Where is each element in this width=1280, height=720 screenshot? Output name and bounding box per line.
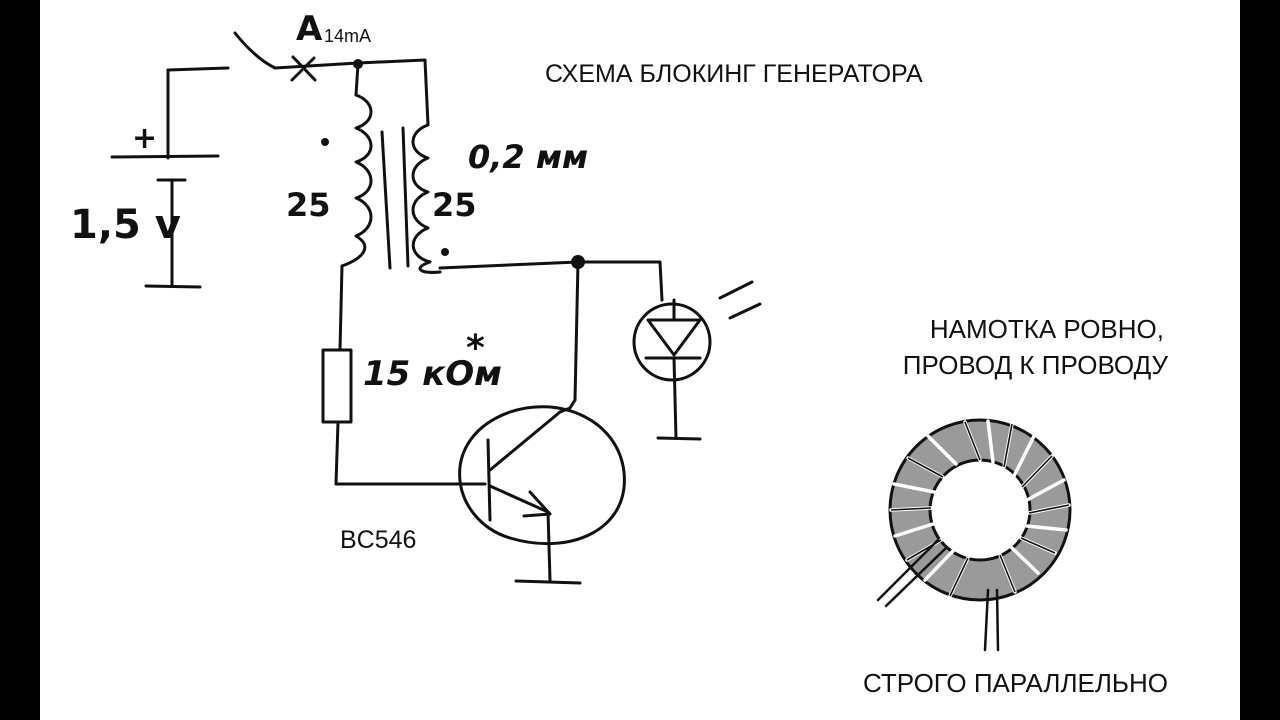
- primary-coil: [321, 62, 373, 268]
- transformer-core-right: [401, 126, 410, 268]
- ammeter-reading: 14mA: [324, 26, 371, 46]
- battery-plus-label: +: [132, 121, 157, 156]
- resistor-value-label: 15 кОм: [363, 354, 502, 394]
- transistor: [458, 260, 626, 585]
- wire-to-base: [334, 420, 487, 486]
- ammeter-symbol: A: [296, 9, 323, 49]
- parallel-note: СТРОГО ПАРАЛЛЕЛЬНО: [863, 668, 1168, 698]
- primary-phase-dot: [321, 138, 329, 146]
- resistor-select-mark: *: [466, 328, 485, 369]
- secondary-phase-dot: [441, 248, 449, 256]
- battery-voltage-label: 1,5 v: [70, 202, 181, 248]
- winding-note-line2: ПРОВОД К ПРОВОДУ: [903, 350, 1169, 380]
- secondary-coil: [411, 123, 449, 274]
- switch: [233, 31, 360, 82]
- winding-note-line1: НАМОТКА РОВНО,: [930, 314, 1164, 344]
- schematic-title: СХЕМА БЛОКИНГ ГЕНЕРАТОРА: [545, 60, 923, 88]
- resistor: [321, 348, 353, 424]
- toroid-illustration: [876, 418, 1072, 652]
- secondary-turns-label: 25: [432, 186, 477, 224]
- transformer-core-left: [380, 130, 392, 270]
- led-light-rays: [718, 280, 762, 320]
- blocking-oscillator-schematic: + 1,5 v A 14mA 25 25 0,2 мм 15 кОм *: [70, 9, 1169, 698]
- transistor-model-label: BC546: [340, 526, 416, 554]
- primary-turns-label: 25: [286, 186, 331, 224]
- toroid-leads: [876, 538, 1000, 652]
- diagram-canvas: + 1,5 v A 14mA 25 25 0,2 мм 15 кОм *: [40, 0, 1240, 720]
- wire-to-resistor: [338, 264, 344, 352]
- led: [632, 298, 712, 441]
- wire-diameter-label: 0,2 мм: [468, 138, 588, 176]
- battery: [110, 66, 230, 289]
